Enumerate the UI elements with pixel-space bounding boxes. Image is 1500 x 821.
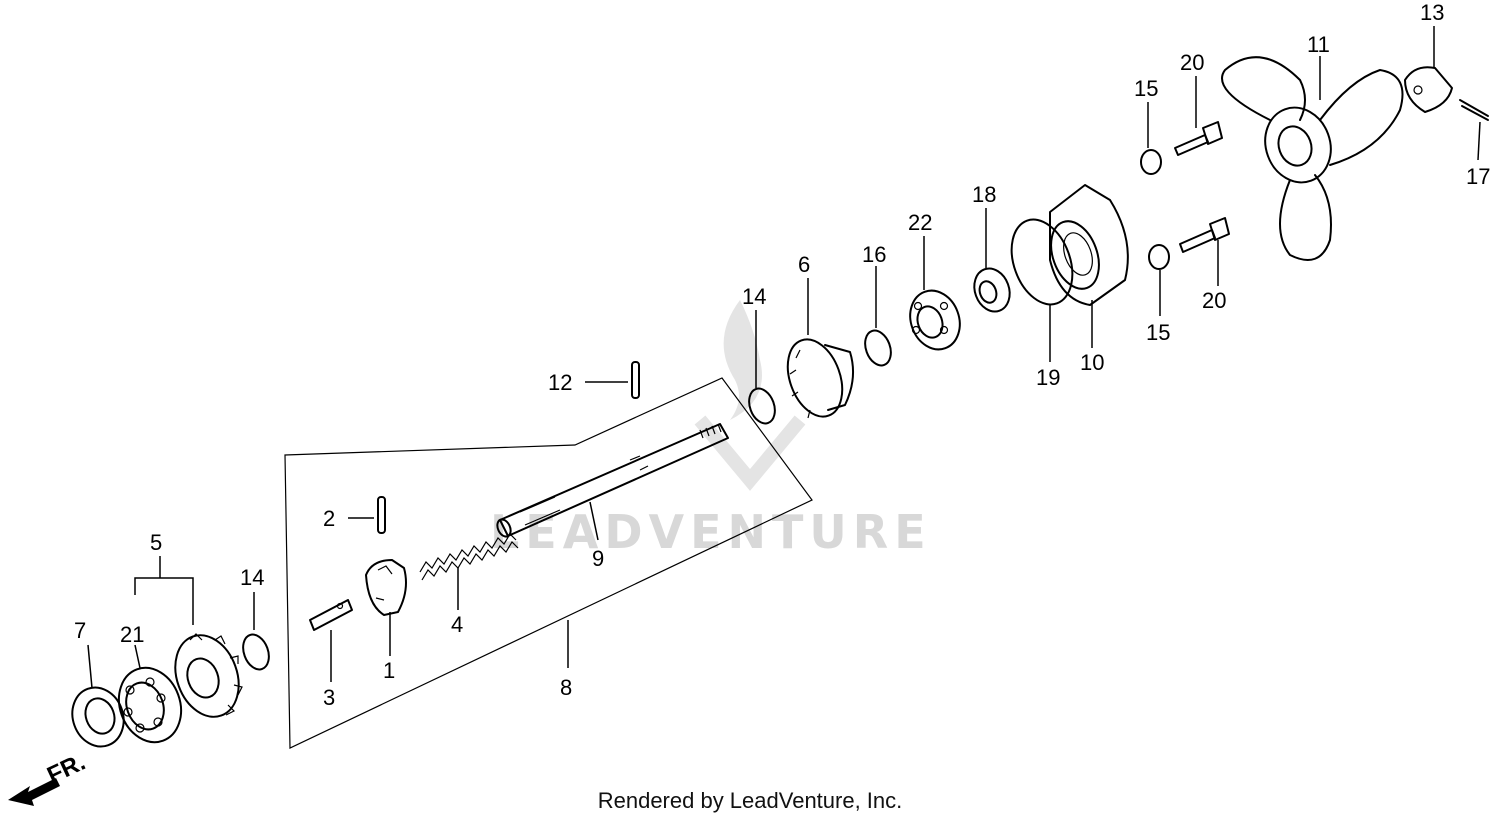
label-11: 11 [1307,32,1330,57]
label-17: 17 [1466,164,1490,189]
part-7-seal [71,686,125,748]
part-19-o-ring [1010,218,1074,306]
label-1: 1 [383,658,395,683]
label-20-top: 20 [1180,50,1204,75]
label-14-right: 14 [742,284,766,309]
part-22-bearing [909,289,961,351]
part-6-bevel-gear [786,338,855,419]
label-4: 4 [451,612,463,637]
label-21: 21 [120,622,144,647]
part-21-bearing [117,666,183,744]
part-14-washer [242,633,270,671]
part-10-bearing-holder [1049,184,1129,306]
label-8: 8 [560,675,572,700]
part-14-washer-right [748,387,776,425]
label-15-bottom: 15 [1146,320,1170,345]
part-16-washer [864,329,892,367]
label-22: 22 [908,210,932,235]
part-15-washer-bottom [1148,244,1170,270]
label-6: 6 [798,252,810,277]
label-5: 5 [150,530,162,555]
assembly-8-outline [284,377,813,749]
footer-credit: Rendered by LeadVenture, Inc. [597,788,903,813]
watermark-text: LEADVENTURE [490,505,932,559]
part-9-shaft [496,423,729,538]
label-20-bottom: 20 [1202,288,1226,313]
label-16: 16 [862,242,886,267]
part-15-washer-top [1140,149,1162,175]
leader-lines [87,26,1481,689]
label-2: 2 [323,506,335,531]
label-18: 18 [972,182,996,207]
label-15-top: 15 [1134,76,1158,101]
part-18-seal [973,267,1011,313]
label-13: 13 [1420,0,1444,25]
part-20-bolt-top [1174,121,1223,156]
part-4-spring [419,533,519,581]
label-12: 12 [548,370,572,395]
label-7: 7 [74,618,86,643]
label-10: 10 [1080,350,1104,375]
part-1-clutch [365,559,407,616]
part-labels: 7 21 5 14 3 2 1 4 8 9 12 14 6 16 22 18 1… [74,0,1490,710]
part-2-pin [377,496,386,534]
label-19: 19 [1036,365,1060,390]
part-20-bolt-bottom [1179,217,1230,253]
label-3: 3 [323,685,335,710]
part-3-pin [309,599,353,631]
part-5-gear [174,633,243,718]
part-17-cotter-pin [1459,99,1489,121]
label-14-left: 14 [240,565,264,590]
part-12-pin [631,361,640,399]
part-13-cone-nut [1404,66,1453,113]
label-9: 9 [592,546,604,571]
part-11-propeller [1221,56,1404,261]
